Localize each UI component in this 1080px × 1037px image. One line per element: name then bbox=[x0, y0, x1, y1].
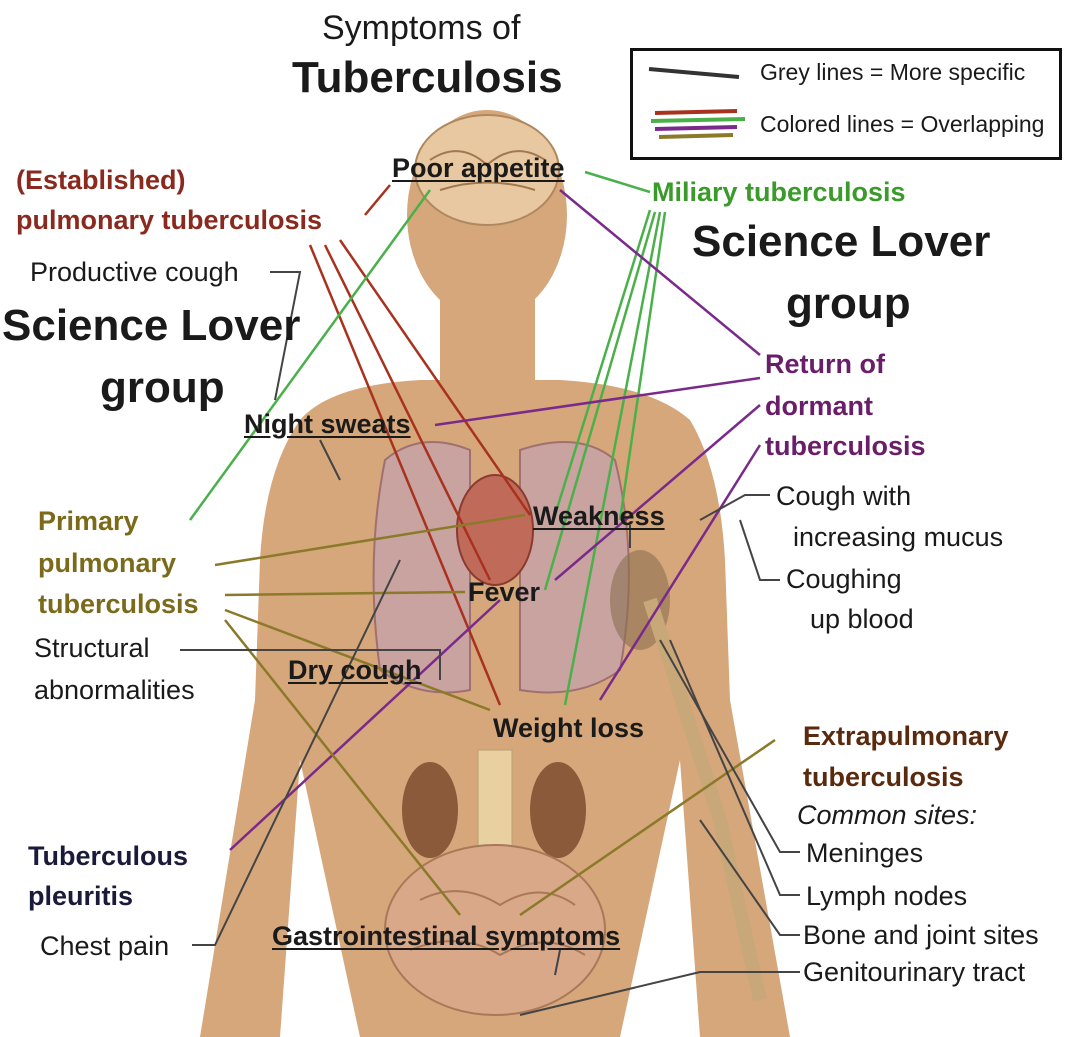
left-lung bbox=[372, 441, 471, 694]
specific-cough-mucus-1: Cough with bbox=[776, 481, 912, 511]
miliary-connectors bbox=[188, 170, 667, 706]
watermark-left-2: group bbox=[100, 363, 225, 412]
title-line-2: Tuberculosis bbox=[292, 53, 563, 102]
symptom-fever: Fever bbox=[468, 577, 541, 607]
watermark-left-1: Science Lover bbox=[2, 301, 301, 350]
site-genitourinary: Genitourinary tract bbox=[803, 957, 1026, 987]
site-bone-joint: Bone and joint sites bbox=[803, 920, 1039, 950]
symptom-poor-appetite: Poor appetite bbox=[392, 153, 565, 183]
symptom-gastrointestinal: Gastrointestinal symptoms bbox=[272, 921, 621, 951]
right-kidney bbox=[530, 762, 586, 858]
title-line-1: Symptoms of bbox=[322, 9, 521, 47]
intestines bbox=[384, 844, 606, 1016]
specific-coughing-blood-1: Coughing bbox=[786, 564, 902, 594]
legend-grey-label: Grey lines = More specific bbox=[760, 59, 1026, 85]
arm-bone bbox=[643, 597, 767, 1002]
primary-label-3: tuberculosis bbox=[38, 589, 199, 619]
miliary-label: Miliary tuberculosis bbox=[652, 177, 906, 207]
watermark-right-2: group bbox=[786, 279, 911, 328]
dormant-label-2: dormant bbox=[765, 391, 873, 421]
dormant-connectors bbox=[229, 189, 762, 851]
extrapulmonary-sites-label: Common sites: bbox=[797, 800, 978, 830]
specific-cough-mucus-2: increasing mucus bbox=[793, 522, 1004, 552]
site-meninges: Meninges bbox=[806, 838, 924, 868]
primary-label-2: pulmonary bbox=[38, 548, 177, 578]
extrapulmonary-label-1: Extrapulmonary bbox=[803, 721, 1009, 751]
specific-coughing-blood-2: up blood bbox=[810, 604, 914, 634]
legend-swatches bbox=[648, 67, 746, 139]
specific-connectors bbox=[180, 271, 800, 1016]
site-lymph-nodes: Lymph nodes bbox=[806, 881, 968, 911]
left-kidney bbox=[402, 762, 458, 858]
symptom-weight-loss: Weight loss bbox=[493, 713, 645, 743]
primary-label-1: Primary bbox=[38, 506, 139, 536]
watermark-right-1: Science Lover bbox=[692, 217, 991, 266]
pleuritis-label-1: Tuberculous bbox=[28, 841, 189, 871]
pleuritis-label-2: pleuritis bbox=[28, 881, 134, 911]
specific-productive-cough: Productive cough bbox=[30, 257, 239, 287]
established-label-2: pulmonary tuberculosis bbox=[16, 205, 323, 235]
dormant-label-3: tuberculosis bbox=[765, 431, 926, 461]
dormant-label-1: Return of bbox=[765, 349, 885, 379]
symptom-weakness: Weakness bbox=[533, 501, 665, 531]
symptom-dry-cough: Dry cough bbox=[288, 655, 422, 685]
specific-structural-1: Structural bbox=[34, 633, 150, 663]
established-label-1: (Established) bbox=[16, 165, 186, 195]
legend-colored-label: Colored lines = Overlapping bbox=[760, 111, 1045, 137]
specific-structural-2: abnormalities bbox=[34, 675, 195, 705]
heart-organ bbox=[456, 474, 534, 586]
brain-organ bbox=[414, 114, 560, 226]
extrapulmonary-label-2: tuberculosis bbox=[803, 762, 964, 792]
specific-chest-pain: Chest pain bbox=[40, 931, 170, 961]
symptom-night-sweats: Night sweats bbox=[244, 409, 411, 439]
legend-box: Grey lines = More specific Colored lines… bbox=[630, 48, 1062, 160]
